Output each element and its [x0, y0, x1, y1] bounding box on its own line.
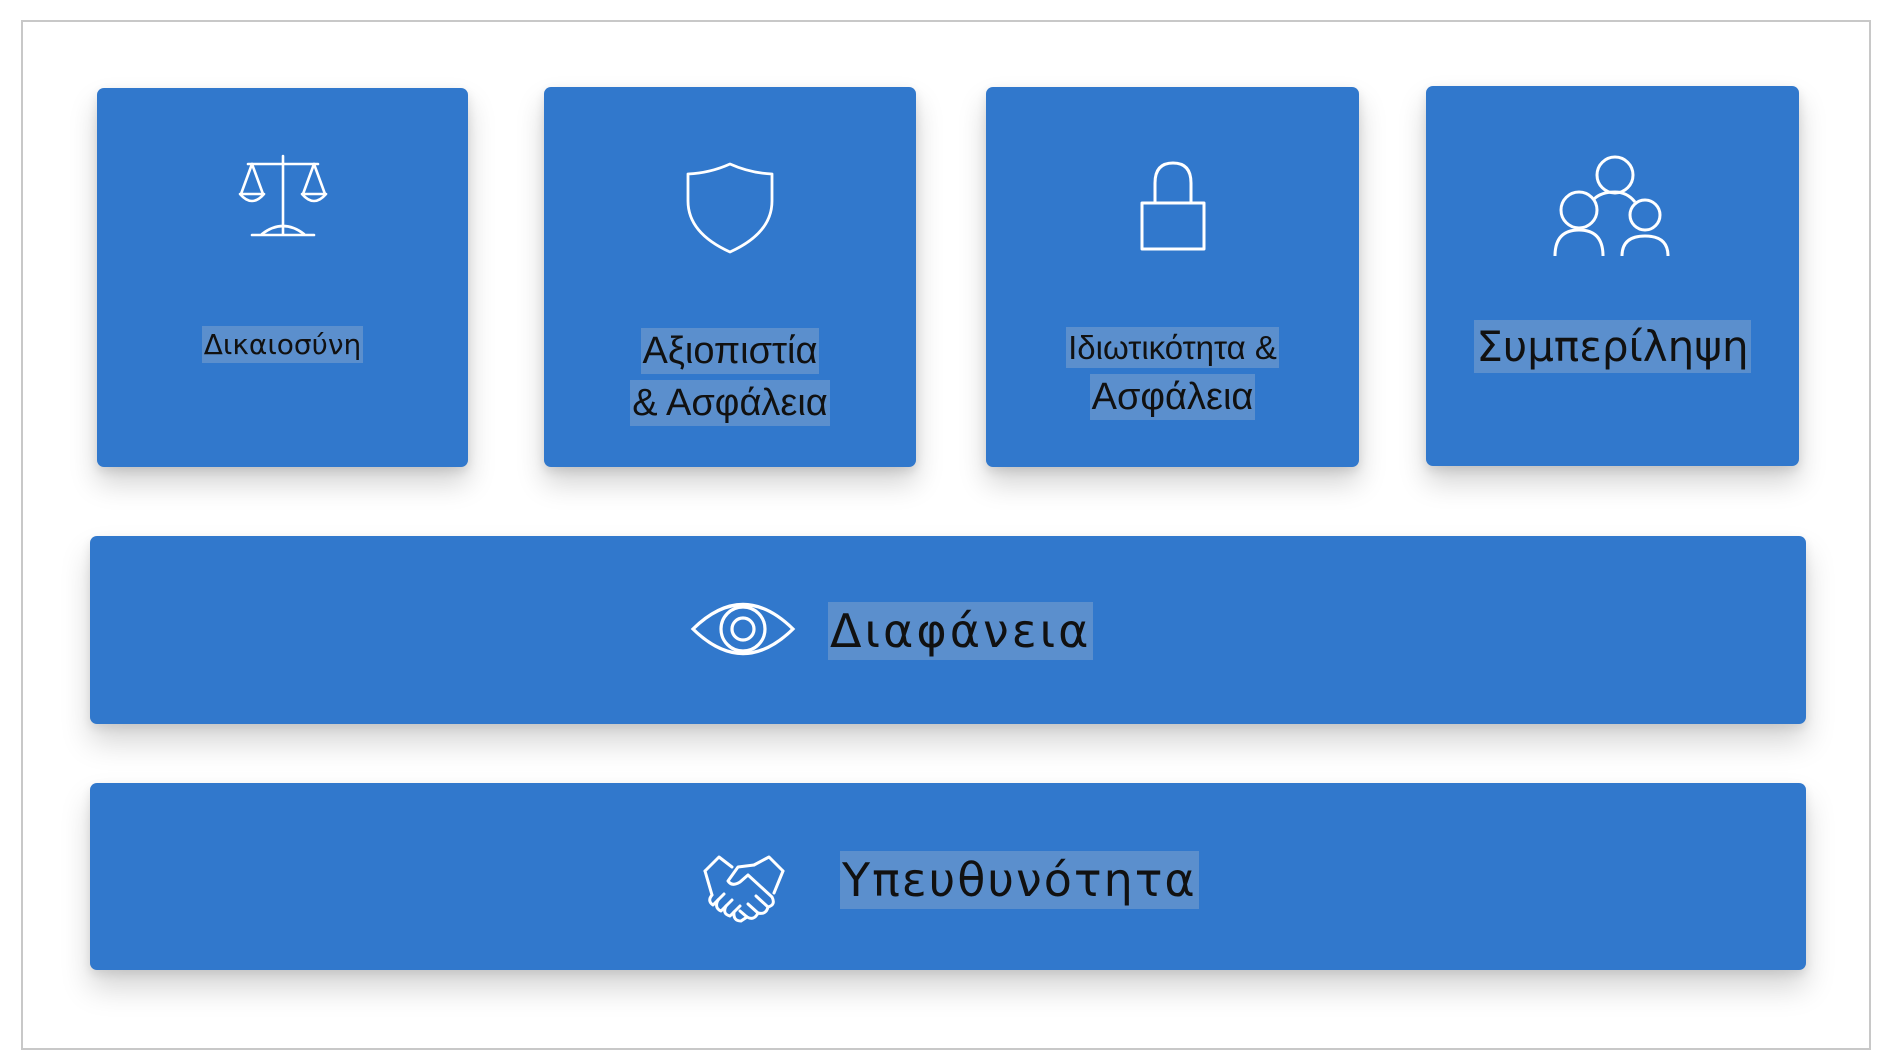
fairness-card: Δικαιοσύνη	[97, 88, 468, 467]
shield-icon	[684, 161, 776, 255]
inclusiveness-card: Συμπερίληψη	[1426, 86, 1799, 466]
scales-icon	[238, 152, 328, 242]
transparency-bar: Διαφάνεια	[90, 536, 1806, 724]
reliability-safety-label: Αξιοπιστία & Ασφάλεια	[630, 328, 830, 427]
privacy-security-card: Ιδιωτικότητα & Ασφάλεια	[986, 87, 1359, 467]
inclusiveness-label: Συμπερίληψη	[1474, 320, 1751, 373]
lock-icon	[1138, 159, 1208, 253]
privacy-security-label: Ιδιωτικότητα & Ασφάλεια	[1066, 327, 1279, 420]
handshake-icon	[702, 849, 786, 929]
transparency-label: Διαφάνεια	[828, 602, 1094, 660]
accountability-bar: Υπευθυνότητα	[90, 783, 1806, 970]
fairness-label: Δικαιοσύνη	[201, 326, 364, 363]
reliability-safety-card: Αξιοπιστία & Ασφάλεια	[544, 87, 916, 467]
eye-icon	[690, 598, 796, 660]
people-icon	[1551, 154, 1675, 258]
accountability-label: Υπευθυνότητα	[840, 851, 1199, 909]
